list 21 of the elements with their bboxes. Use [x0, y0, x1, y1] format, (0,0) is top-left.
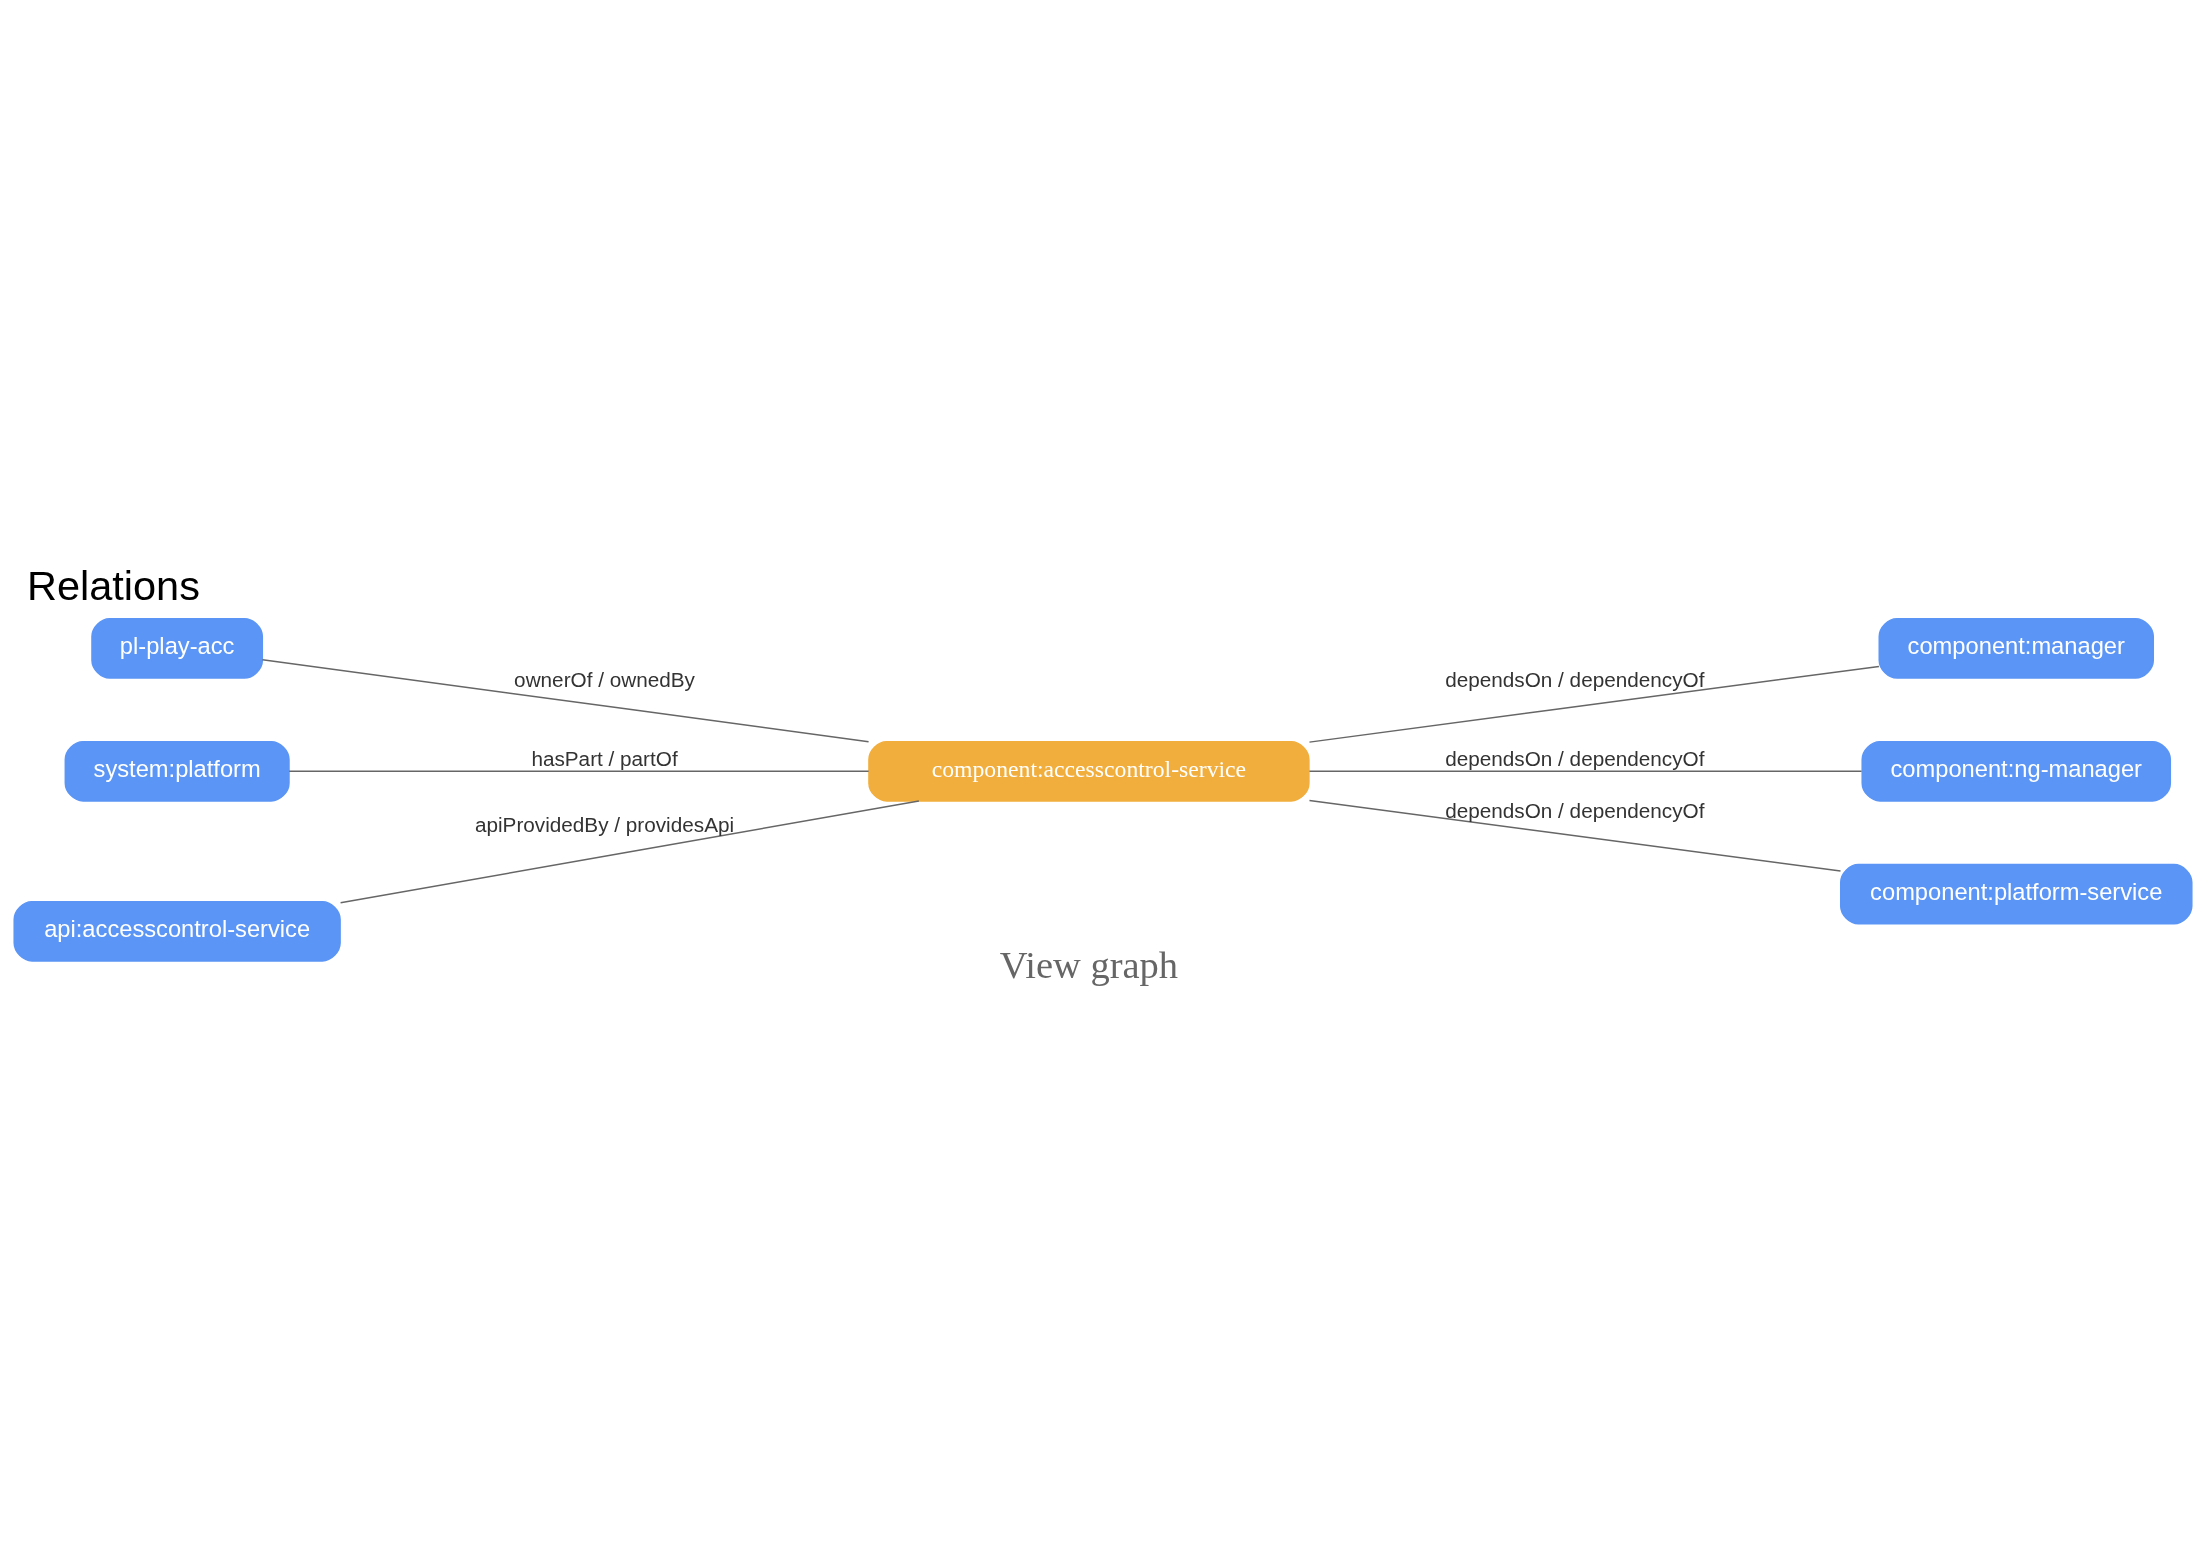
- connector: [339, 799, 920, 903]
- node-box: component:ng-manager: [1861, 740, 2172, 802]
- node-box: pl-play-acc: [91, 617, 264, 679]
- node-box: system:platform: [64, 740, 290, 802]
- connector: [1308, 770, 1863, 772]
- node-box: component:platform-service: [1840, 863, 2193, 925]
- connector: [1308, 665, 1880, 743]
- label: View graph: [999, 943, 1179, 986]
- edge-label: ownerOf / ownedBy: [514, 667, 695, 691]
- connector: [288, 770, 870, 772]
- node-box: api:accesscontrol-service: [13, 900, 341, 962]
- connector: [261, 658, 870, 742]
- diagram-title: Relations: [27, 561, 200, 609]
- node-box: component:manager: [1878, 617, 2155, 679]
- edge-label: dependsOn / dependencyOf: [1445, 746, 1705, 770]
- edge-label: dependsOn / dependencyOf: [1445, 798, 1705, 821]
- edge-label: apiProvidedBy / providesApi: [474, 812, 735, 836]
- edge-label: hasPart / partOf: [531, 746, 678, 770]
- edge-label: dependsOn / dependencyOf: [1445, 667, 1705, 691]
- connector: [1308, 799, 1842, 872]
- node-box: component:accesscontrol-service: [868, 740, 1310, 802]
